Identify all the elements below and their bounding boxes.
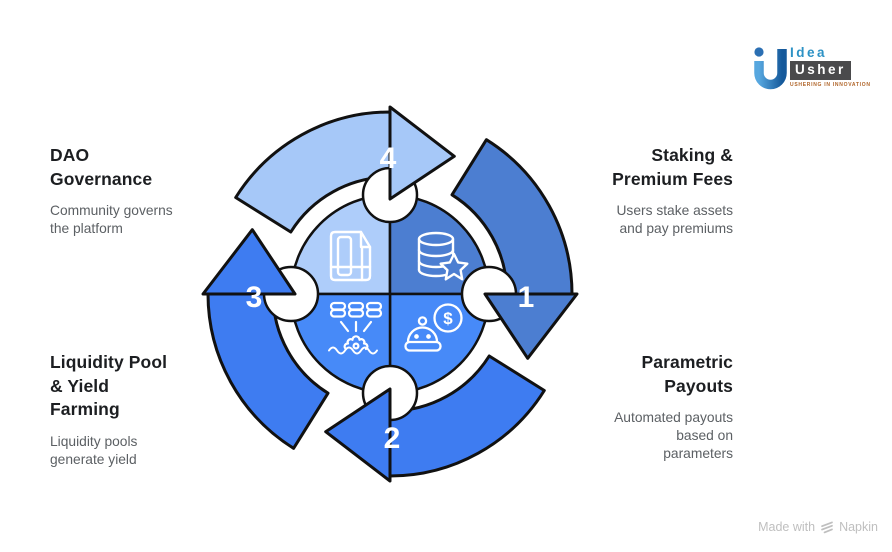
- arrow-head-2: [324, 387, 392, 483]
- step-number-2: 2: [384, 422, 401, 455]
- step-number-1: 1: [518, 281, 535, 314]
- step4-title-line1: DAO: [50, 145, 90, 165]
- napkin-brand-text: Napkin: [839, 520, 878, 534]
- step-number-4: 4: [380, 142, 397, 175]
- step2-title-line1: Parametric: [641, 352, 733, 372]
- database-star-icon: [417, 231, 469, 281]
- liquidity-pool-coins-icon: [328, 301, 383, 355]
- step2-desc-line1: Automated payouts: [614, 410, 733, 425]
- step2-label: Parametric Payouts Automated payouts bas…: [614, 351, 733, 463]
- step1-title-line2: Premium Fees: [612, 168, 733, 189]
- arrow-head-3: [201, 228, 297, 296]
- step2-desc: Automated payouts based on parameters: [614, 409, 733, 463]
- napkin-logo-icon: [821, 521, 833, 534]
- arrow-heads: [201, 105, 579, 483]
- idea-usher-wordmark: Idea Usher USHERING IN INNOVATION: [790, 45, 871, 88]
- step3-title: Liquidity Pool & Yield Farming: [50, 351, 167, 422]
- step-number-3: 3: [246, 281, 263, 314]
- arrow-head-1: [483, 292, 579, 360]
- made-with-napkin: Made with Napkin: [758, 520, 878, 534]
- step2-desc-line3: parameters: [663, 446, 733, 461]
- step4-label: DAO Governance Community governs the pla…: [50, 144, 173, 238]
- step3-desc-line1: Liquidity pools: [50, 433, 138, 449]
- logo-word-usher: Usher: [790, 61, 851, 80]
- logo-tagline: USHERING IN INNOVATION: [790, 82, 871, 88]
- step4-desc: Community governs the platform: [50, 202, 173, 238]
- robot-payout-icon: $: [404, 303, 463, 352]
- center-pie: [289, 193, 491, 395]
- step4-desc-line1: Community governs: [50, 203, 173, 218]
- step3-desc: Liquidity pools generate yield: [50, 433, 167, 469]
- idea-usher-logo: Idea Usher USHERING IN INNOVATION: [753, 45, 871, 93]
- step4-title-line2: Governance: [50, 168, 153, 189]
- dollar-symbol: $: [443, 309, 453, 328]
- step2-desc-line2: based on: [676, 428, 733, 443]
- step1-desc-line2: and pay premiums: [619, 221, 734, 236]
- step3-desc-line2: generate yield: [50, 451, 137, 467]
- step2-title: Parametric Payouts: [614, 351, 733, 398]
- arrow-bands: [206, 110, 574, 478]
- step1-title-line1: Staking &: [651, 145, 733, 165]
- logo-word-idea: Idea: [790, 45, 828, 60]
- step4-title: DAO Governance: [50, 144, 173, 191]
- step1-desc: Users stake assets and pay premiums: [612, 202, 733, 238]
- step1-desc-line1: Users stake assets: [616, 203, 733, 218]
- arrow-head-4: [388, 105, 456, 201]
- made-with-text: Made with: [758, 520, 816, 534]
- idea-usher-logo-mark-icon: [754, 47, 787, 90]
- step3-title-line1: Liquidity Pool: [50, 352, 168, 372]
- step1-label: Staking & Premium Fees Users stake asset…: [612, 144, 733, 238]
- document-layout-icon: [329, 230, 372, 282]
- step3-title-line3: Farming: [50, 399, 120, 419]
- step2-title-line2: Payouts: [664, 375, 733, 396]
- step1-title: Staking & Premium Fees: [612, 144, 733, 191]
- step3-label: Liquidity Pool & Yield Farming Liquidity…: [50, 351, 167, 469]
- step4-desc-line2: the platform: [50, 221, 123, 236]
- step3-title-line2: & Yield: [50, 375, 110, 396]
